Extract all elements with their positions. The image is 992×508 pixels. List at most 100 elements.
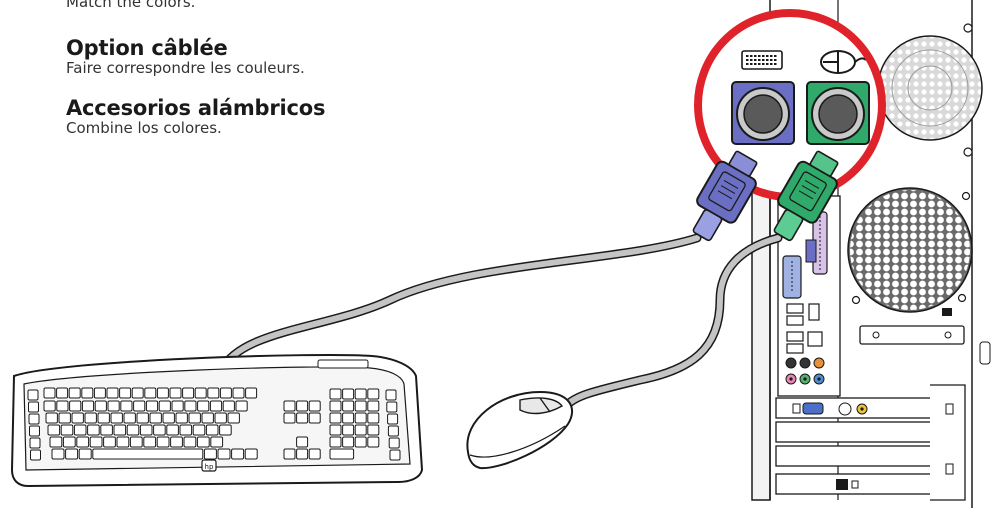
keyboard-key (117, 437, 129, 447)
keyboard-key (185, 401, 196, 411)
keyboard-key (176, 413, 187, 423)
keyboard-key (236, 401, 247, 411)
keyboard-key (130, 437, 142, 447)
keyboard-key (82, 388, 93, 398)
mouse-cable (566, 238, 778, 406)
keyboard-key (101, 425, 113, 435)
keyboard-key (368, 437, 379, 447)
keyboard-key (137, 413, 148, 423)
keyboard-key (154, 425, 166, 435)
keyboard-key (140, 425, 152, 435)
keyboard-key (157, 388, 168, 398)
mouse (467, 392, 572, 468)
keyboard-key (368, 413, 379, 423)
keyboard-key (184, 437, 196, 447)
keyboard-key (189, 413, 200, 423)
keyboard-key (94, 388, 105, 398)
keyboard-key (30, 426, 40, 436)
keyboard-key (355, 401, 366, 411)
keyboard-key (28, 390, 38, 400)
keyboard-key (146, 401, 157, 411)
keyboard-key (66, 449, 78, 459)
keyboard-key (284, 413, 295, 423)
keyboard-key (330, 437, 341, 447)
keyboard-key (245, 449, 257, 459)
keyboard-key (343, 437, 354, 447)
keyboard-key (355, 425, 366, 435)
keyboard-key (144, 437, 156, 447)
keyboard-key (82, 401, 93, 411)
keyboard-key (167, 425, 179, 435)
keyboard-key (202, 413, 213, 423)
keyboard-key (170, 388, 181, 398)
keyboard-key (63, 437, 75, 447)
keyboard-key (368, 389, 379, 399)
keyboard-key (163, 413, 174, 423)
keyboard-key (309, 449, 320, 459)
keyboard-port (732, 82, 794, 144)
keyboard-key (93, 449, 203, 459)
keyboard-key (79, 449, 91, 459)
keyboard-key (355, 413, 366, 423)
keyboard-icon (742, 51, 782, 69)
keyboard-key (95, 401, 106, 411)
keyboard-cable (222, 238, 697, 370)
keyboard-key (386, 390, 396, 400)
keyboard-key (223, 401, 234, 411)
keyboard-key (114, 425, 126, 435)
keyboard-key (330, 425, 341, 435)
keyboard-key (355, 389, 366, 399)
keyboard-key (297, 449, 308, 459)
keyboard-key (183, 388, 194, 398)
keyboard-key (387, 402, 397, 412)
keyboard-key (127, 425, 139, 435)
keyboard-key (195, 388, 206, 398)
keyboard: hp (12, 355, 422, 486)
keyboard-key (284, 449, 295, 459)
keyboard-key (180, 425, 192, 435)
keyboard-key (330, 413, 341, 423)
keyboard-key (309, 401, 320, 411)
mouse-port (807, 82, 869, 144)
keyboard-key (193, 425, 205, 435)
keyboard-key (330, 449, 354, 459)
keyboard-key (70, 401, 81, 411)
keyboard-key (121, 401, 132, 411)
hp-logo-text: hp (205, 463, 214, 471)
keyboard-key (30, 438, 40, 448)
keyboard-key (108, 401, 119, 411)
keyboard-key (145, 388, 156, 398)
keyboard-key (111, 413, 122, 423)
keyboard-key (159, 401, 170, 411)
keyboard-key (215, 413, 226, 423)
keyboard-key (220, 388, 231, 398)
keyboard-key (390, 450, 400, 460)
keyboard-key (284, 401, 295, 411)
keyboard-key (88, 425, 100, 435)
keyboard-key (368, 401, 379, 411)
keyboard-key (343, 401, 354, 411)
keyboard-key (208, 388, 219, 398)
keyboard-key (29, 402, 39, 412)
keyboard-key (44, 388, 55, 398)
hp-logo: hp (202, 460, 216, 471)
keyboard-key (206, 425, 218, 435)
keyboard-key (74, 425, 86, 435)
keyboard-key (197, 437, 209, 447)
keyboard-key (50, 437, 62, 447)
keyboard-key (297, 413, 308, 423)
keyboard-key (150, 413, 161, 423)
keyboard-key (233, 388, 244, 398)
keyboard-key (388, 426, 398, 436)
keyboard-key (46, 413, 57, 423)
keyboard-key (171, 437, 183, 447)
keyboard-key (57, 401, 68, 411)
keyboard-key (61, 425, 73, 435)
keyboard-key (355, 437, 366, 447)
keyboard-key (98, 413, 109, 423)
keyboard-key (343, 425, 354, 435)
keyboard-key (157, 437, 169, 447)
keyboard-key (90, 437, 102, 447)
keyboard-key (343, 389, 354, 399)
